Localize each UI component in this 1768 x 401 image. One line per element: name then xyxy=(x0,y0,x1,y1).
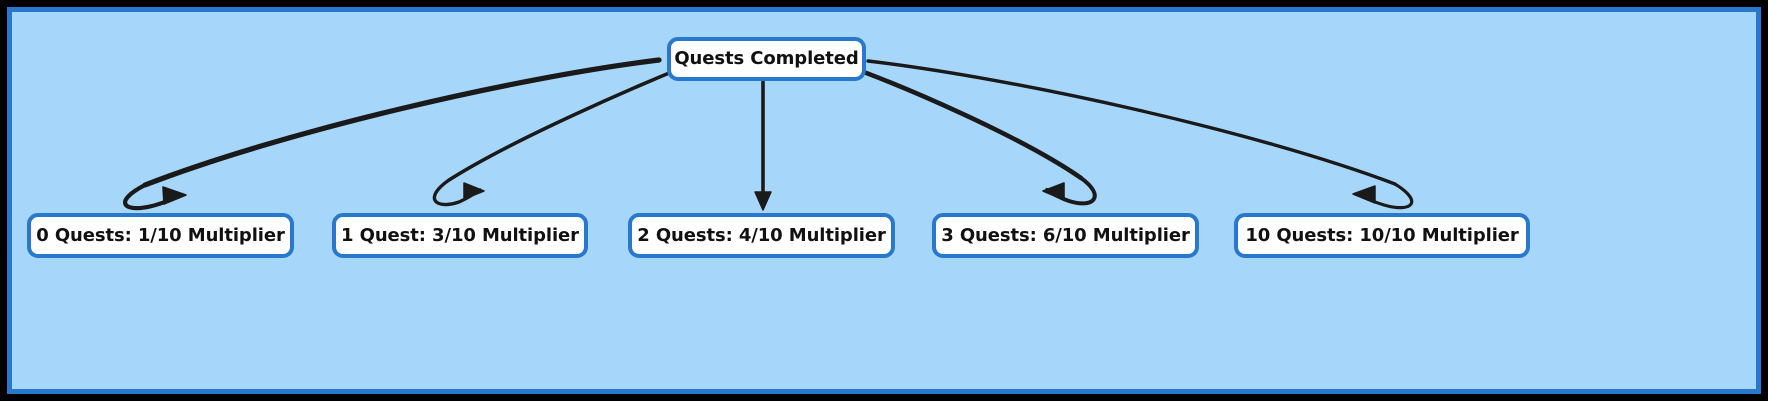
edge-root-to-q3 xyxy=(836,60,1084,181)
node-3-quests-label: 3 Quests: 6/10 Multiplier xyxy=(941,224,1190,246)
arrowhead-q10 xyxy=(1352,185,1376,204)
diagram-border: Quests Completed 0 Quests: 1/10 Multipli… xyxy=(7,7,1761,394)
node-1-quest-label: 1 Quest: 3/10 Multiplier xyxy=(341,224,579,246)
node-2-quests-label: 2 Quests: 4/10 Multiplier xyxy=(637,224,886,246)
edge-root-to-q10 xyxy=(866,59,1397,186)
node-1-quest[interactable]: 1 Quest: 3/10 Multiplier xyxy=(332,213,588,258)
arrowhead-q2 xyxy=(754,191,772,211)
node-quests-completed-label: Quests Completed xyxy=(674,48,859,69)
arrowhead-q1 xyxy=(463,182,485,200)
arrowhead-q0 xyxy=(162,186,187,205)
edge-root-to-q0 xyxy=(142,57,662,188)
diagram-canvas: Quests Completed 0 Quests: 1/10 Multipli… xyxy=(12,12,1758,391)
edge-root-to-q1 xyxy=(447,62,693,182)
node-0-quests[interactable]: 0 Quests: 1/10 Multiplier xyxy=(27,213,294,258)
node-3-quests[interactable]: 3 Quests: 6/10 Multiplier xyxy=(932,213,1199,258)
node-2-quests[interactable]: 2 Quests: 4/10 Multiplier xyxy=(628,213,895,258)
arrowhead-q3 xyxy=(1042,182,1065,201)
node-10-quests-label: 10 Quests: 10/10 Multiplier xyxy=(1245,224,1519,246)
node-quests-completed[interactable]: Quests Completed xyxy=(667,37,866,81)
node-0-quests-label: 0 Quests: 1/10 Multiplier xyxy=(36,224,285,246)
edge-layer xyxy=(123,57,1414,211)
node-10-quests[interactable]: 10 Quests: 10/10 Multiplier xyxy=(1234,213,1530,258)
